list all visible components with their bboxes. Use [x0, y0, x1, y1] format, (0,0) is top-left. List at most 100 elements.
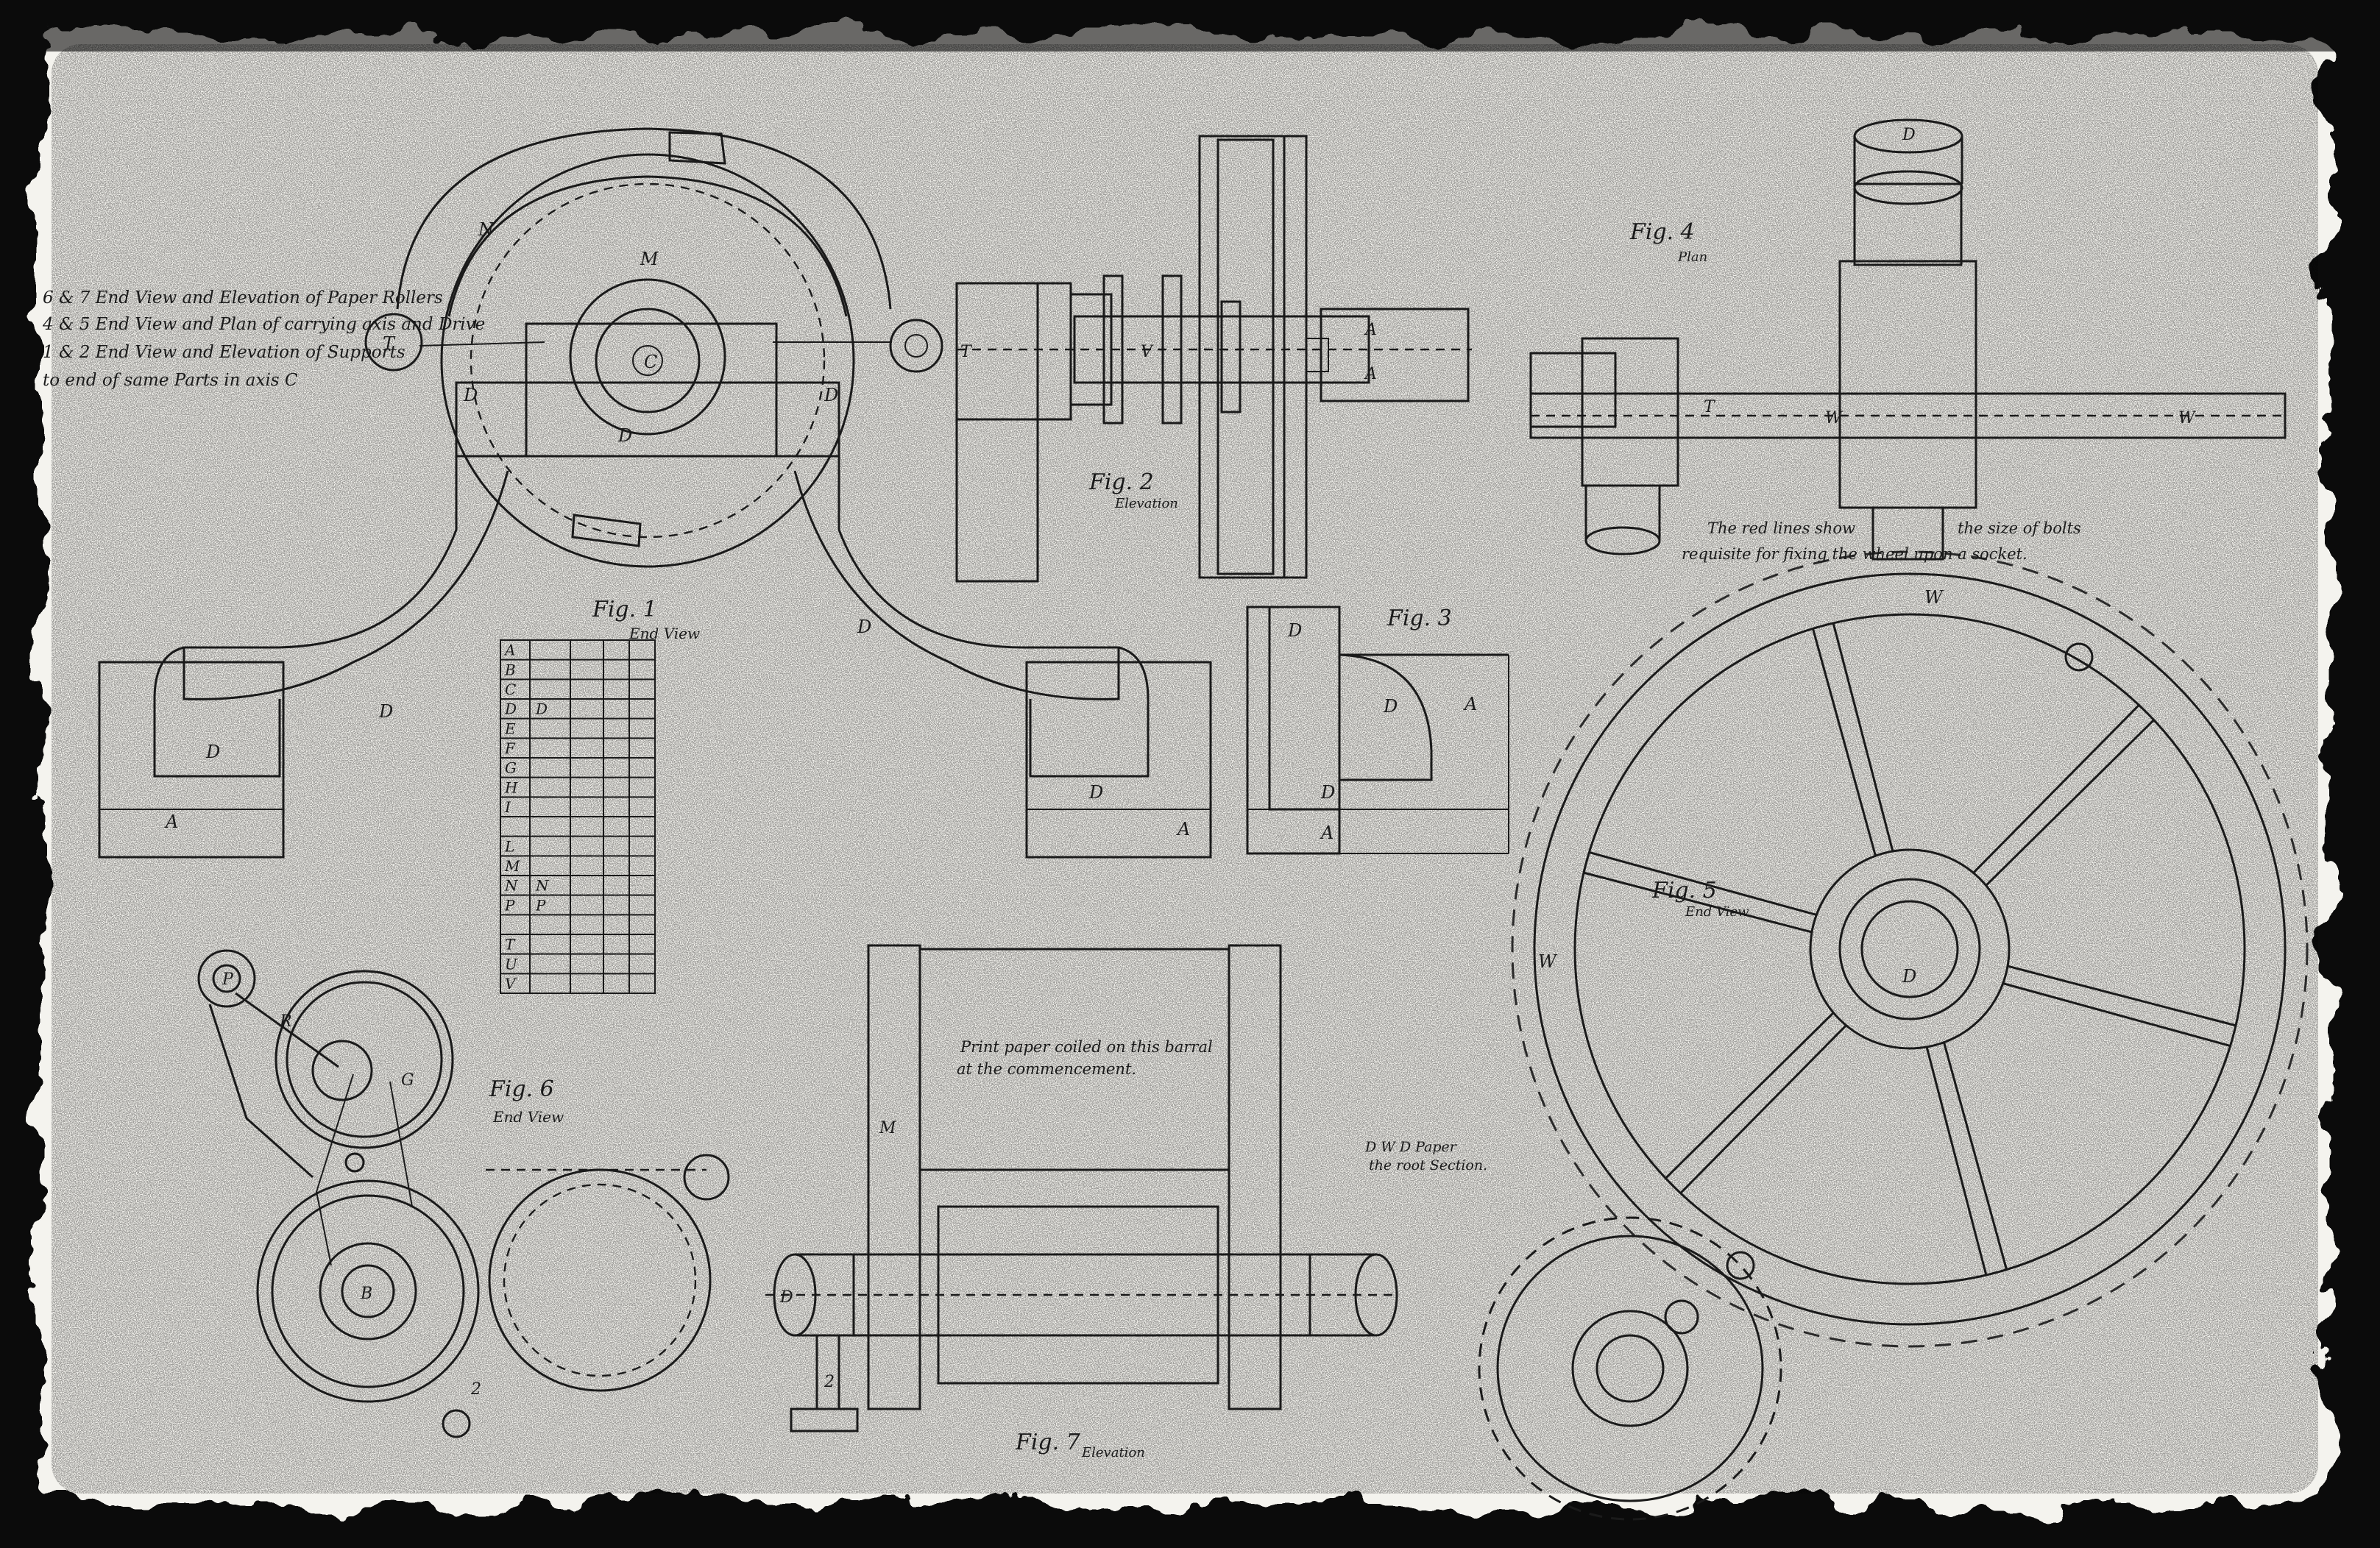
fig2-label: Fig. 2: [1088, 469, 1154, 495]
red-lines-note-3: requisite for fixing the wheel upon a so…: [1682, 545, 2027, 563]
red-lines-note-2: the size of bolts: [1958, 519, 2081, 537]
gear-spoke-edge: [1832, 622, 1894, 852]
table-cell: P: [535, 896, 546, 914]
gear-spoke-edge: [1583, 871, 1813, 934]
section-note-2: the root Section.: [1369, 1157, 1487, 1174]
fig2-letter-a: A: [1364, 321, 1377, 339]
gear-spoke-edge: [1679, 1024, 1847, 1194]
table-cell: B: [504, 661, 516, 678]
fig5-letter-d: D: [1902, 966, 1916, 987]
fig1-letter-t: T: [383, 333, 396, 354]
table-cell: N: [504, 877, 519, 895]
fig7-caption: Elevation: [1081, 1445, 1145, 1460]
gear-spoke-edge: [1972, 704, 2140, 874]
fig1-letter-d2: D: [463, 385, 478, 405]
fig4-letter-w2: W: [2178, 409, 2197, 427]
table-cell: G: [505, 759, 517, 777]
fig7-letter-n2: 2: [824, 1373, 835, 1391]
legend-line-1: 6 & 7 End View and Elevation of Paper Ro…: [43, 288, 443, 308]
fig1-letter-d1: D: [617, 425, 632, 446]
fig3-letter-a1: A: [1463, 694, 1477, 714]
fig2-letter-t: T: [960, 343, 973, 361]
gear-spoke-edge: [1812, 628, 1877, 856]
fig1-letter-d5: D: [205, 742, 220, 762]
fig5-letter-w1: W: [1924, 587, 1944, 608]
fig1-letter-d6: D: [857, 617, 871, 637]
fig4-plan: D W W T Fig. 4 Plan The red lines show t…: [1529, 118, 2287, 563]
table-cell: L: [504, 837, 514, 855]
table-cell: P: [504, 896, 515, 914]
gear-spoke-edge: [1925, 1046, 1988, 1276]
fig4-letter-d: D: [1902, 126, 1916, 144]
fig3-detail: D D A D A Fig. 3: [1246, 606, 1509, 855]
paper-note-1: Print paper coiled on this barral: [960, 1038, 1213, 1056]
fig1-letter-a1: A: [164, 812, 178, 832]
fig1-letter-a2: A: [1176, 819, 1190, 839]
fig1-letter-m: M: [640, 249, 659, 269]
gear-spoke-edge: [1985, 719, 2155, 887]
fig6-letter-p: P: [222, 970, 234, 989]
fig3-letter-d1: D: [1287, 620, 1302, 641]
fig6-caption: End View: [492, 1108, 564, 1126]
gear-spoke-edge: [2007, 965, 2236, 1027]
gear-spoke-edge: [2002, 982, 2231, 1047]
fig1-letter-d4: D: [378, 701, 393, 722]
table-cell: V: [505, 975, 517, 993]
gear-spoke-edge: [1665, 1012, 1835, 1179]
fig6-letter-g: G: [401, 1071, 414, 1090]
fig1-letter-d3: D: [824, 385, 838, 405]
legend-line-4: to end of same Parts in axis C: [43, 371, 298, 390]
fig4-label: Fig. 4: [1629, 219, 1695, 245]
gear-spoke-edge: [1589, 851, 1817, 916]
section-note: D W D Paper the root Section.: [1364, 1139, 1487, 1174]
table-cell: D: [535, 700, 548, 718]
legend-line-2: 4 & 5 End View and Plan of carrying axis…: [42, 315, 485, 334]
fig7-letter-d: D: [779, 1288, 793, 1307]
table-cell: F: [504, 739, 516, 757]
gear-spoke-edge: [1943, 1042, 2008, 1270]
legend-notes: 6 & 7 End View and Elevation of Paper Ro…: [42, 288, 485, 390]
fig1-letter-n: N: [478, 219, 495, 240]
table-cell: C: [505, 681, 516, 698]
fig6-letter-r: R: [279, 1012, 292, 1031]
fig4-letter-w1: W: [1825, 409, 1844, 427]
table-cell: E: [504, 720, 516, 737]
fig6-letter-b: B: [360, 1285, 372, 1303]
table-cell: U: [505, 955, 518, 973]
fig2-letter-a2: A: [1364, 365, 1377, 383]
fig6-rollers-end-view: R P G B 2 Fig. 6 End View: [197, 949, 730, 1438]
fig6-label: Fig. 6: [489, 1076, 554, 1102]
table-cell: D: [504, 700, 517, 718]
red-lines-note-1: The red lines show: [1707, 519, 1855, 537]
fig2-caption: Elevation: [1114, 496, 1178, 511]
fig5-letter-w2: W: [1538, 951, 1558, 972]
fig3-label: Fig. 3: [1386, 606, 1452, 631]
fig1-letter-c: C: [644, 352, 657, 372]
fig3-letter-d3: D: [1320, 782, 1335, 803]
fig5-gear-wheel: W W D Fig. 5 End View: [1478, 550, 2309, 1521]
fig6-letter-n2: 2: [470, 1380, 481, 1399]
fig7-label: Fig. 7: [1015, 1430, 1081, 1455]
paper-note-2: at the commencement.: [957, 1060, 1136, 1078]
table-cell: H: [504, 778, 518, 796]
fig4-letter-t: T: [1704, 398, 1716, 416]
section-note-1: D W D Paper: [1364, 1139, 1458, 1155]
fig3-letter-a2: A: [1320, 823, 1334, 843]
fig4-caption: Plan: [1677, 249, 1707, 265]
fig7-paper-barrel-elevation: Print paper coiled on this barral at the…: [765, 944, 1398, 1460]
fig1-label: Fig. 1: [592, 597, 657, 622]
table-cell: M: [504, 857, 520, 875]
fig1-letter-d7: D: [1088, 782, 1103, 803]
fig1-support-end-view: M N C T D D D D D D D A A Fig. 1 End Vie…: [98, 127, 1212, 859]
legend-line-3: 1 & 2 End View and Elevation of Supports: [43, 343, 405, 362]
fig7-letter-m: M: [879, 1119, 896, 1137]
fig2-letter-v: V: [1141, 343, 1154, 361]
fig3-letter-d2: D: [1383, 696, 1398, 717]
table-cell: N: [535, 877, 550, 895]
fig2-elevation: T V A A Fig. 2 Elevation: [955, 135, 1472, 583]
table-cell: T: [505, 936, 516, 954]
table-cell: I: [504, 798, 511, 816]
